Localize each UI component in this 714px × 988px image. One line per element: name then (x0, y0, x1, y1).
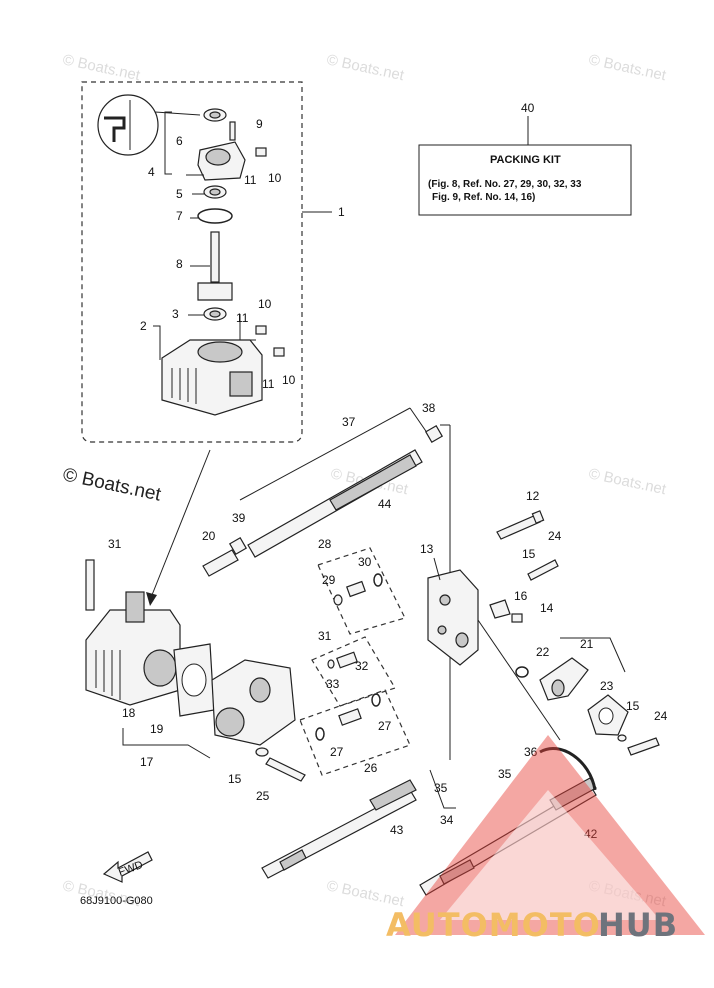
left-housing-group: 31 18 19 17 15 25 (85, 537, 306, 803)
callout-15: 15 (228, 772, 242, 786)
callout-14: 14 (540, 601, 554, 615)
logo-text-automoto: AUTOMOTO (386, 906, 601, 944)
callout-25: 25 (256, 789, 270, 803)
callout-22: 22 (536, 645, 550, 659)
callout-19: 19 (150, 722, 164, 736)
upper-callouts: 1 2 3 4 5 6 7 8 9 10 10 10 11 11 11 (140, 111, 345, 391)
callout-24: 24 (548, 529, 562, 543)
callout-24: 24 (654, 709, 668, 723)
callout-39: 38 (422, 401, 436, 415)
callout-6: 6 (176, 134, 183, 148)
callout-35: 35 (434, 781, 448, 795)
packing-kit-title: PACKING KIT (490, 154, 561, 166)
callout-2: 2 (140, 319, 147, 333)
callout-15: 15 (522, 547, 536, 561)
watermark: © Boats.net (587, 465, 668, 498)
watermark: © Boats.net (61, 51, 142, 84)
callout-41: 31 (108, 537, 122, 551)
callout-11: 11 (244, 173, 257, 187)
callout-37: 36 (524, 745, 538, 759)
callout-28: 28 (318, 537, 332, 551)
footer-labels: FWD 68J9100-G080 (80, 851, 153, 907)
callout-15: 15 (626, 699, 640, 713)
logo-text-hub: HUB (598, 906, 678, 944)
callout-18: 18 (122, 706, 136, 720)
callout-12: 12 (526, 489, 540, 503)
callout-16: 16 (514, 589, 528, 603)
right-housing-group: 13 12 24 15 16 14 21 22 23 15 24 (420, 489, 668, 756)
callout-42: 42 (584, 827, 598, 841)
callout-30: 30 (358, 555, 372, 569)
callout-26: 26 (364, 761, 378, 775)
callout-3: 3 (172, 307, 179, 321)
packing-kit-box: 40 PACKING KIT (Fig. 8, Ref. No. 27, 29,… (418, 101, 632, 216)
callout-17: 17 (140, 755, 154, 769)
callout-10: 10 (268, 171, 282, 185)
callout-44: 44 (378, 497, 392, 511)
packing-kit-line1: (Fig. 8, Ref. No. 27, 29, 30, 32, 33 (428, 179, 582, 190)
callout-5: 5 (176, 187, 183, 201)
callout-11: 11 (262, 377, 275, 391)
callout-10: 10 (282, 373, 296, 387)
callout-32: 32 (355, 659, 369, 673)
shaft-assembly: 37 38 39 44 20 (202, 401, 451, 760)
callout-23: 23 (600, 679, 614, 693)
diagram-code: 68J9100-G080 (80, 895, 153, 907)
callout-43: 43 (390, 823, 404, 837)
packing-kit-line2: Fig. 9, Ref. No. 14, 16) (432, 192, 535, 203)
automotohub-logo: AUTOMOTO HUB (386, 735, 705, 944)
callout-20: 20 (202, 529, 216, 543)
callout-27: 27 (378, 719, 392, 733)
callout-11: 11 (236, 311, 249, 325)
pump-housing-group (161, 108, 285, 416)
subassembly-frame (81, 81, 332, 606)
watermark: © Boats.net (587, 51, 668, 84)
callout-29: 29 (322, 573, 336, 587)
callout-31: 31 (318, 629, 332, 643)
callout-39: 39 (232, 511, 246, 525)
callout-38: 37 (342, 415, 356, 429)
valve-group-26: 26 27 27 (299, 689, 411, 776)
callout-40: 40 (521, 101, 535, 115)
valve-group-28: 28 29 30 (317, 537, 406, 635)
lower-shafts: 35 34 43 42 36 35 (261, 745, 598, 896)
valve-group-31: 31 32 33 (311, 629, 396, 707)
callout-8: 8 (176, 257, 183, 271)
callout-4: 4 (148, 165, 155, 179)
callout-9: 9 (256, 117, 263, 131)
fwd-label: FWD (117, 859, 145, 879)
watermark-main: © Boats.net (61, 464, 163, 505)
watermark: © Boats.net (325, 51, 406, 84)
callout-7: 7 (176, 209, 183, 223)
callout-21: 21 (580, 637, 594, 651)
callout-34: 34 (440, 813, 454, 827)
callout-1: 1 (338, 205, 345, 219)
callout-33: 33 (326, 677, 340, 691)
callout-13: 13 (420, 542, 434, 556)
callout-10: 10 (258, 297, 272, 311)
detail-circle (97, 94, 201, 156)
callout-27: 27 (330, 745, 344, 759)
callout-36: 35 (498, 767, 512, 781)
